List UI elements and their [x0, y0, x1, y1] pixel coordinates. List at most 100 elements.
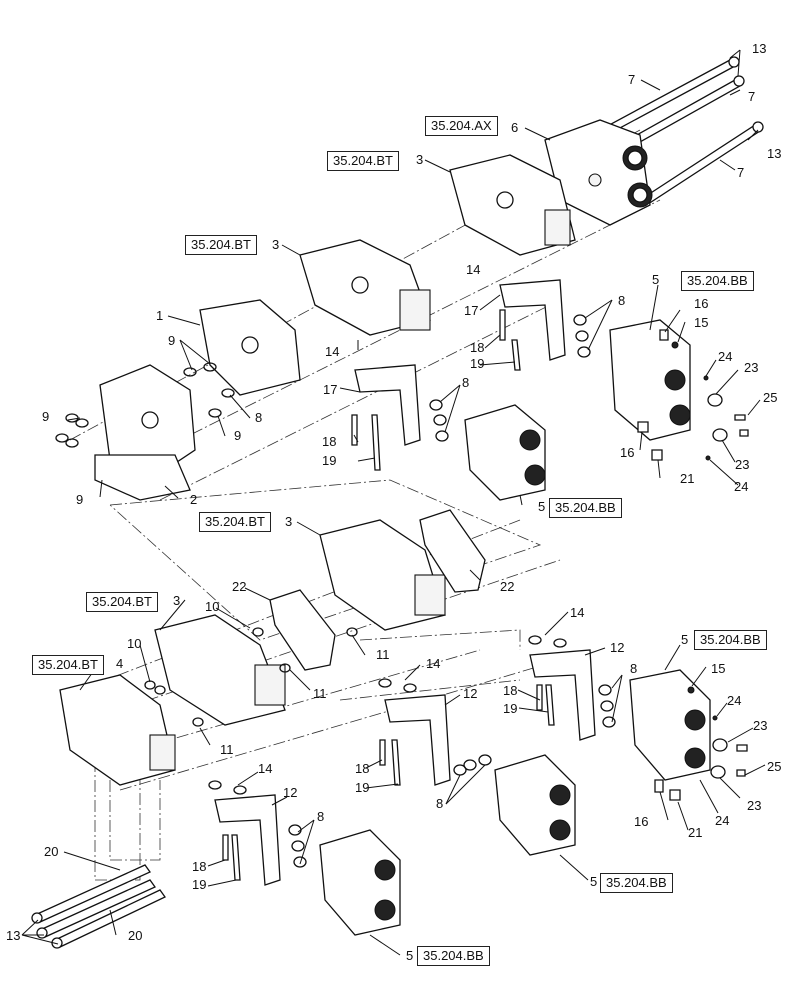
- callout-21: 21: [680, 471, 695, 486]
- callout-9: 9: [42, 409, 50, 424]
- callout-11: 11: [376, 647, 390, 662]
- callout-13: 13: [752, 41, 767, 56]
- callout-14: 14: [426, 656, 441, 671]
- callout-18: 18: [355, 761, 370, 776]
- callout-24: 24: [718, 349, 733, 364]
- inlet-body: [94, 364, 196, 501]
- callout-24: 24: [734, 479, 749, 494]
- ref-box-bb-3[interactable]: 35.204.BB: [694, 630, 767, 650]
- callout-14: 14: [466, 262, 481, 277]
- callout-24: 24: [727, 693, 742, 708]
- callout-8: 8: [630, 661, 638, 676]
- ref-box-bt-2[interactable]: 35.204.BT: [185, 235, 257, 255]
- callout-7: 7: [737, 165, 745, 180]
- callout-8: 8: [618, 293, 626, 308]
- o-rings-upper: [429, 314, 591, 442]
- callout-1: 1: [156, 308, 164, 323]
- callout-18: 18: [503, 683, 518, 698]
- callout-16: 16: [634, 814, 649, 829]
- callout-8: 8: [462, 375, 470, 390]
- ref-box-bt-5[interactable]: 35.204.BT: [32, 655, 104, 675]
- callout-15: 15: [711, 661, 726, 676]
- callout-25: 25: [763, 390, 778, 405]
- lower-valve-chain: [59, 509, 486, 786]
- callout-5: 5: [538, 499, 546, 514]
- callout-19: 19: [470, 356, 485, 371]
- callout-21: 21: [688, 825, 703, 840]
- callout-19: 19: [322, 453, 337, 468]
- callout-12: 12: [610, 640, 625, 655]
- callout-24: 24: [715, 813, 730, 828]
- callout-10: 10: [205, 599, 220, 614]
- callout-19: 19: [192, 877, 207, 892]
- callout-6: 6: [511, 120, 519, 135]
- callout-15: 15: [694, 315, 709, 330]
- ref-box-bt-1[interactable]: 35.204.BT: [327, 151, 399, 171]
- callout-5: 5: [590, 874, 598, 889]
- work-modules-upper: [464, 319, 691, 501]
- callout-23: 23: [753, 718, 768, 733]
- callout-12: 12: [283, 785, 298, 800]
- callout-5: 5: [652, 272, 660, 287]
- callout-8: 8: [317, 809, 325, 824]
- tie-rods-bottom: [31, 864, 166, 949]
- callout-5: 5: [406, 948, 414, 963]
- callout-23: 23: [735, 457, 750, 472]
- callout-3: 3: [173, 593, 181, 608]
- callout-5: 5: [681, 632, 689, 647]
- ref-box-bt-4[interactable]: 35.204.BT: [86, 592, 158, 612]
- callout-13: 13: [6, 928, 21, 943]
- screws-lower: [222, 684, 555, 881]
- callout-13: 13: [767, 146, 782, 161]
- callout-10: 10: [127, 636, 142, 651]
- o-rings-left: [55, 362, 235, 448]
- callout-23: 23: [744, 360, 759, 375]
- brackets-lower: [214, 649, 596, 886]
- callout-3: 3: [272, 237, 280, 252]
- callout-19: 19: [355, 780, 370, 795]
- ref-box-ax[interactable]: 35.204.AX: [425, 116, 498, 136]
- callout-11: 11: [220, 742, 234, 757]
- callout-22: 22: [500, 579, 515, 594]
- screws-upper: [351, 309, 521, 471]
- callout-18: 18: [192, 859, 207, 874]
- callout-19: 19: [503, 701, 518, 716]
- callout-14: 14: [258, 761, 273, 776]
- ref-box-bb-4[interactable]: 35.204.BB: [600, 873, 673, 893]
- callout-16: 16: [620, 445, 635, 460]
- work-modules-lower: [319, 669, 711, 936]
- callout-9: 9: [76, 492, 84, 507]
- ref-box-bb-5[interactable]: 35.204.BB: [417, 946, 490, 966]
- callout-14: 14: [570, 605, 585, 620]
- callout-8: 8: [255, 410, 263, 425]
- callout-17: 17: [464, 303, 479, 318]
- callout-18: 18: [322, 434, 337, 449]
- callout-3: 3: [285, 514, 293, 529]
- callout-20: 20: [128, 928, 143, 943]
- callout-17: 17: [323, 382, 338, 397]
- callout-14: 14: [325, 344, 340, 359]
- callout-3: 3: [416, 152, 424, 167]
- callout-18: 18: [470, 340, 485, 355]
- callout-20: 20: [44, 844, 59, 859]
- section-valve-left: [199, 299, 301, 396]
- callout-12: 12: [463, 686, 478, 701]
- callout-9: 9: [168, 333, 176, 348]
- o-rings-lower-brackets: [208, 635, 616, 868]
- hardware-right-upper: [637, 329, 749, 461]
- callout-8: 8: [436, 796, 444, 811]
- ref-box-bb-1[interactable]: 35.204.BB: [681, 271, 754, 291]
- o-rings-lower: [144, 627, 358, 727]
- ref-box-bb-2[interactable]: 35.204.BB: [549, 498, 622, 518]
- section-valve-top: [449, 154, 576, 256]
- callout-9: 9: [234, 428, 242, 443]
- callout-16: 16: [694, 296, 709, 311]
- callout-4: 4: [116, 656, 124, 671]
- callout-11: 11: [313, 686, 327, 701]
- callout-22: 22: [232, 579, 247, 594]
- ref-box-bt-3[interactable]: 35.204.BT: [199, 512, 271, 532]
- callout-7: 7: [628, 72, 636, 87]
- callout-25: 25: [767, 759, 782, 774]
- callout-7: 7: [748, 89, 756, 104]
